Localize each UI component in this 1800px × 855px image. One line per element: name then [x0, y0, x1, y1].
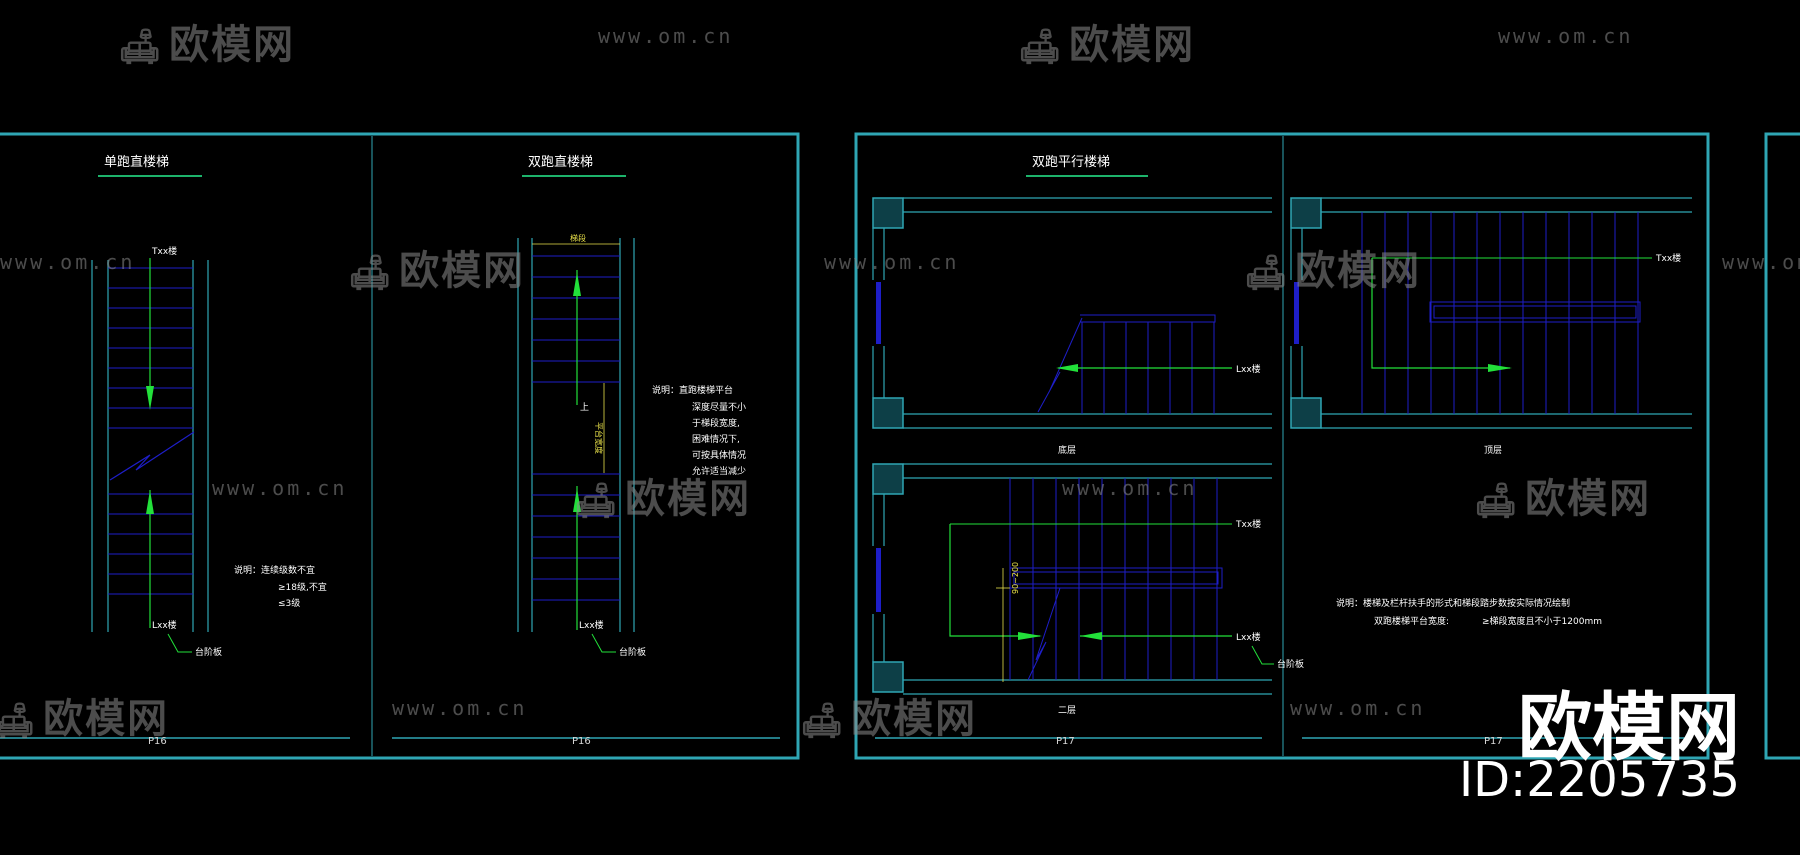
sheet-single-title: 单跑直楼梯 — [104, 155, 169, 170]
watermark-logo-3: 🛋欧模网 — [348, 248, 526, 294]
plan-ground-floor: Lxx楼 底层 — [872, 197, 1272, 456]
brand-id: ID:2205735 — [1458, 752, 1740, 808]
double-leader-label: 台阶板 — [619, 646, 646, 658]
plan1-label: 底层 — [1058, 444, 1076, 456]
sofa-icon: 🛋 — [348, 253, 394, 293]
plan3-arrow-up — [1018, 632, 1042, 640]
plan3-dim-label: 90~200 — [1011, 562, 1020, 594]
sofa-icon: 🛋 — [1018, 27, 1064, 67]
watermark-logo-2: 🛋欧模网 — [1018, 22, 1196, 68]
sofa-icon: 🛋 — [800, 701, 846, 741]
double-down-label: Lxx楼 — [579, 619, 604, 631]
watermark-logo-6: 🛋欧模网 — [1474, 476, 1652, 522]
watermark-logo-1: 🛋欧模网 — [118, 22, 296, 68]
sheet-double-parallel: 双跑平行楼梯 Lxx楼 底层 — [872, 155, 1692, 747]
parallel-page-left: P17 — [1056, 736, 1075, 747]
parallel-note-1: 说明：楼梯及栏杆扶手的形式和梯段踏步数按实际情况绘制 — [1336, 597, 1570, 609]
double-mid-dim: 平台宽度 — [594, 422, 604, 454]
sheet-single-straight: 单跑直楼梯 Txx楼 Lxx楼 台阶板 说明：连续级数不宜 ≥18级,不宜 ≤3… — [91, 155, 327, 747]
plan1-arrow — [1056, 364, 1078, 372]
watermark-logo-7: 🛋欧模网 — [0, 686, 169, 744]
plan2-label: 顶层 — [1484, 445, 1502, 456]
plan2-up-label: Txx楼 — [1655, 252, 1681, 264]
double-page-number: P16 — [572, 736, 591, 747]
sheet-frame-right — [1764, 132, 1800, 760]
single-arrow-down — [146, 386, 154, 410]
sofa-icon: 🛋 — [0, 701, 38, 741]
double-up-mark: 上 — [580, 402, 589, 413]
parallel-page-right: P17 — [1484, 736, 1503, 747]
watermark-url-7: www.om.cn — [1062, 476, 1198, 500]
single-page-number: P16 — [148, 736, 167, 747]
watermark-url-2: www.om.cn — [1498, 24, 1634, 48]
single-note-2: ≥18级,不宜 — [278, 581, 327, 593]
double-arrow-up-bottom — [573, 488, 581, 512]
single-down-label: Lxx楼 — [152, 619, 177, 631]
brand-logo: 欧模网 — [1518, 685, 1740, 771]
double-note-1: 说明：直跑楼梯平台 — [652, 384, 733, 396]
sofa-icon: 🛋 — [574, 481, 620, 521]
double-note-6: 允许适当减少 — [692, 465, 746, 477]
watermark-url-8: www.om.cn — [392, 696, 528, 720]
sheet-frame-middle — [854, 132, 1710, 760]
single-arrow-up — [146, 490, 154, 514]
watermark-url-5: www.om.cn — [1722, 250, 1800, 274]
plan3-leader-label: 台阶板 — [1277, 658, 1304, 670]
plan2-arrow — [1488, 364, 1512, 372]
watermark-logo-4: 🛋欧模网 — [1244, 248, 1422, 294]
watermark-url-9: www.om.cn — [1290, 696, 1426, 720]
double-stair-treads — [532, 255, 620, 601]
double-straight-title: 双跑直楼梯 — [528, 155, 593, 170]
parallel-note-3: ≥梯段宽度且不小于1200mm — [1482, 615, 1602, 627]
plan-second-floor: Txx楼 Lxx楼 台阶板 90~200 二层 — [872, 463, 1304, 716]
plan3-label: 二层 — [1058, 705, 1076, 716]
parallel-title: 双跑平行楼梯 — [1032, 155, 1110, 170]
plan1-down-label: Lxx楼 — [1236, 363, 1261, 375]
double-note-4: 困难情况下, — [692, 433, 740, 445]
double-note-3: 于梯段宽度, — [692, 417, 740, 429]
sofa-icon: 🛋 — [1474, 481, 1520, 521]
single-up-label: Txx楼 — [151, 245, 177, 257]
parallel-note-2: 双跑楼梯平台宽度: — [1374, 615, 1449, 627]
double-top-dim: 梯段 — [570, 233, 586, 243]
watermark-url-3: www.om.cn — [0, 250, 136, 274]
watermark-url-1: www.om.cn — [598, 24, 734, 48]
plan-top-floor: Txx楼 顶层 — [1290, 197, 1692, 456]
single-note-1: 说明：连续级数不宜 — [234, 564, 315, 576]
double-note-5: 可按具体情况 — [692, 449, 746, 461]
sheet-frame-left — [0, 132, 800, 760]
double-arrow-up-top — [573, 272, 581, 296]
single-break-line — [109, 431, 195, 481]
watermark-logo-5: 🛋欧模网 — [574, 476, 752, 522]
watermark-url-4: www.om.cn — [824, 250, 960, 274]
sheet-double-straight: 双跑直楼梯 梯段 平台宽度 上 Lxx楼 台阶板 说明：直跑楼梯平台 深度尽量不… — [517, 155, 746, 747]
single-note-3: ≤3级 — [278, 597, 300, 609]
single-leader-label: 台阶板 — [195, 646, 222, 658]
watermark-logo-8: 🛋欧模网 — [800, 696, 978, 742]
sofa-icon: 🛋 — [118, 27, 164, 67]
double-note-2: 深度尽量不小 — [692, 401, 746, 413]
plan3-down-label: Lxx楼 — [1236, 631, 1261, 643]
watermark-url-6: www.om.cn — [212, 476, 348, 500]
sofa-icon: 🛋 — [1244, 253, 1290, 293]
plan3-arrow-down — [1080, 632, 1102, 640]
plan3-up-label: Txx楼 — [1235, 518, 1261, 530]
